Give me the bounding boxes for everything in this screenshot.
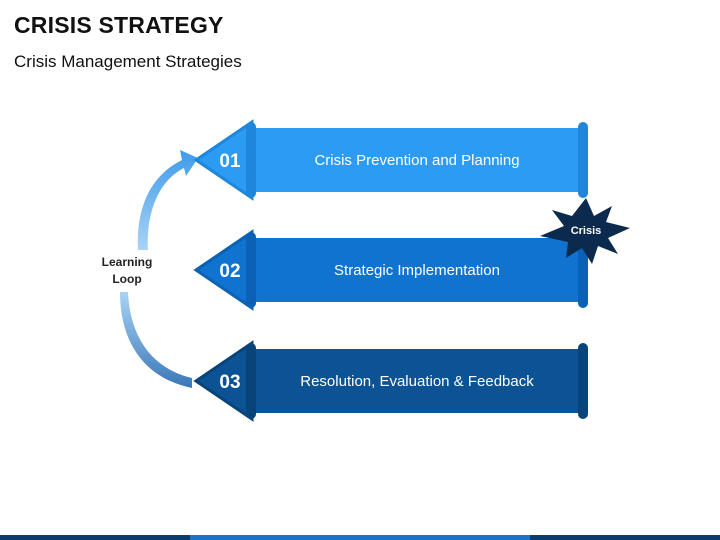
page-subtitle: Crisis Management Strategies — [14, 52, 242, 71]
step-03: 03 Resolution, Evaluation & Feedback — [193, 340, 588, 422]
step-02-number: 02 — [219, 261, 240, 282]
page-title: CRISIS STRATEGY — [14, 12, 224, 38]
crisis-burst: Crisis — [540, 198, 630, 264]
step-03-bar-end — [578, 343, 588, 419]
footer-segment-middle — [190, 535, 530, 540]
step-02-label: Strategic Implementation — [334, 262, 500, 279]
loop-label-line2: Loop — [112, 272, 141, 286]
step-01-arrow-cap — [246, 122, 256, 198]
loop-label-line1: Learning — [102, 255, 153, 269]
loop-arrow-up — [137, 150, 198, 250]
footer-segment-right — [530, 535, 720, 540]
step-03-arrow-cap — [246, 343, 256, 419]
step-03-number: 03 — [219, 372, 240, 393]
step-01-number: 01 — [219, 151, 241, 172]
step-02: 02 Strategic Implementation — [193, 229, 588, 311]
step-03-label: Resolution, Evaluation & Feedback — [300, 373, 534, 390]
step-02-arrow-cap — [246, 232, 256, 308]
step-01-bar — [250, 128, 584, 192]
footer-bar — [0, 535, 720, 540]
step-02-bar — [250, 238, 584, 302]
step-01-label: Crisis Prevention and Planning — [314, 152, 519, 169]
step-01-bar-end — [578, 122, 588, 198]
crisis-label: Crisis — [571, 225, 602, 237]
loop-arc-down — [120, 292, 192, 388]
step-03-bar — [250, 349, 584, 413]
crisis-star-shape — [540, 198, 630, 264]
step-01: 01 Crisis Prevention and Planning — [193, 119, 588, 201]
footer-segment-left — [0, 535, 190, 540]
